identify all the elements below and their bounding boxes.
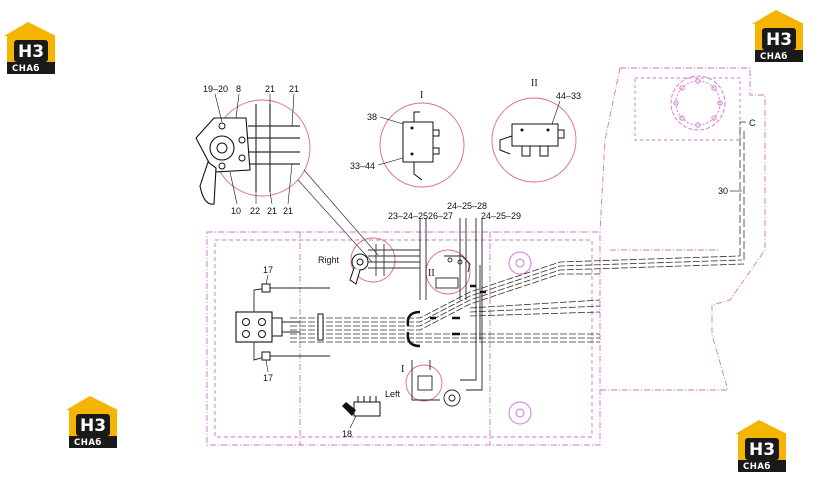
logo-top-left: H3 CHAб: [4, 22, 56, 74]
logo-mark: H3: [766, 30, 792, 50]
right-joystick: [349, 237, 420, 285]
label-19-20: 19–20: [203, 84, 228, 94]
detail-circle-I: [377, 102, 465, 188]
logo-top-right: H3 CHAб: [752, 10, 804, 62]
pipe-30: [739, 121, 748, 260]
label-21b: 21: [289, 84, 299, 94]
label-17-top: 17: [263, 265, 273, 275]
logo-text: CHAб: [760, 51, 788, 62]
label-C: C: [749, 118, 756, 128]
label-22: 22: [250, 206, 260, 216]
logo-text: CHAб: [12, 63, 40, 74]
label-8: 8: [236, 84, 241, 94]
label-26-27: 26–27: [428, 211, 453, 221]
label-10: 10: [231, 206, 241, 216]
label-right: Right: [318, 255, 340, 265]
label-24-25-28: 24–25–28: [447, 201, 487, 211]
label-44-33: 44–33: [556, 91, 581, 101]
part-labels: 19–20 8 21 21 10 22 21 21 I 38 33–44 II …: [203, 78, 756, 439]
label-24-25-29: 24–25–29: [481, 211, 521, 221]
label-roman-I: I: [420, 90, 423, 101]
valve-cluster-bottom: [405, 350, 483, 407]
label-18: 18: [342, 429, 352, 439]
pipe-bundle: [290, 255, 745, 343]
logo-bottom-left: H3 CHAб: [66, 396, 118, 448]
valve-cluster-top: [419, 218, 483, 350]
logo-mark: H3: [18, 42, 44, 62]
label-38: 38: [367, 112, 377, 122]
logo-text: CHAб: [743, 461, 771, 472]
label-30: 30: [718, 186, 728, 196]
bolt-circle: [670, 75, 726, 131]
label-17-bottom: 17: [263, 373, 273, 383]
wheel-wells: [508, 251, 532, 425]
lever-18: [342, 396, 381, 429]
logo-mark: H3: [80, 416, 106, 436]
logo-text: CHAб: [74, 437, 102, 448]
machine-outline: [206, 67, 766, 446]
couplers: [406, 284, 486, 348]
label-33-44: 33–44: [350, 161, 375, 171]
label-roman-II: II: [531, 78, 538, 89]
label-21d: 21: [283, 206, 293, 216]
logo-mark: H3: [749, 440, 775, 460]
detail-circle-joystick: [195, 93, 379, 263]
pump-block: [235, 274, 330, 373]
label-left: Left: [385, 389, 401, 399]
label-21c: 21: [267, 206, 277, 216]
label-roman-I-small: I: [401, 364, 404, 375]
label-21a: 21: [265, 84, 275, 94]
detail-circle-II: [491, 97, 577, 183]
label-roman-II-small: II: [428, 268, 435, 279]
label-23-24-25: 23–24–25: [388, 211, 428, 221]
logo-bottom-right: H3 CHAб: [735, 420, 787, 472]
